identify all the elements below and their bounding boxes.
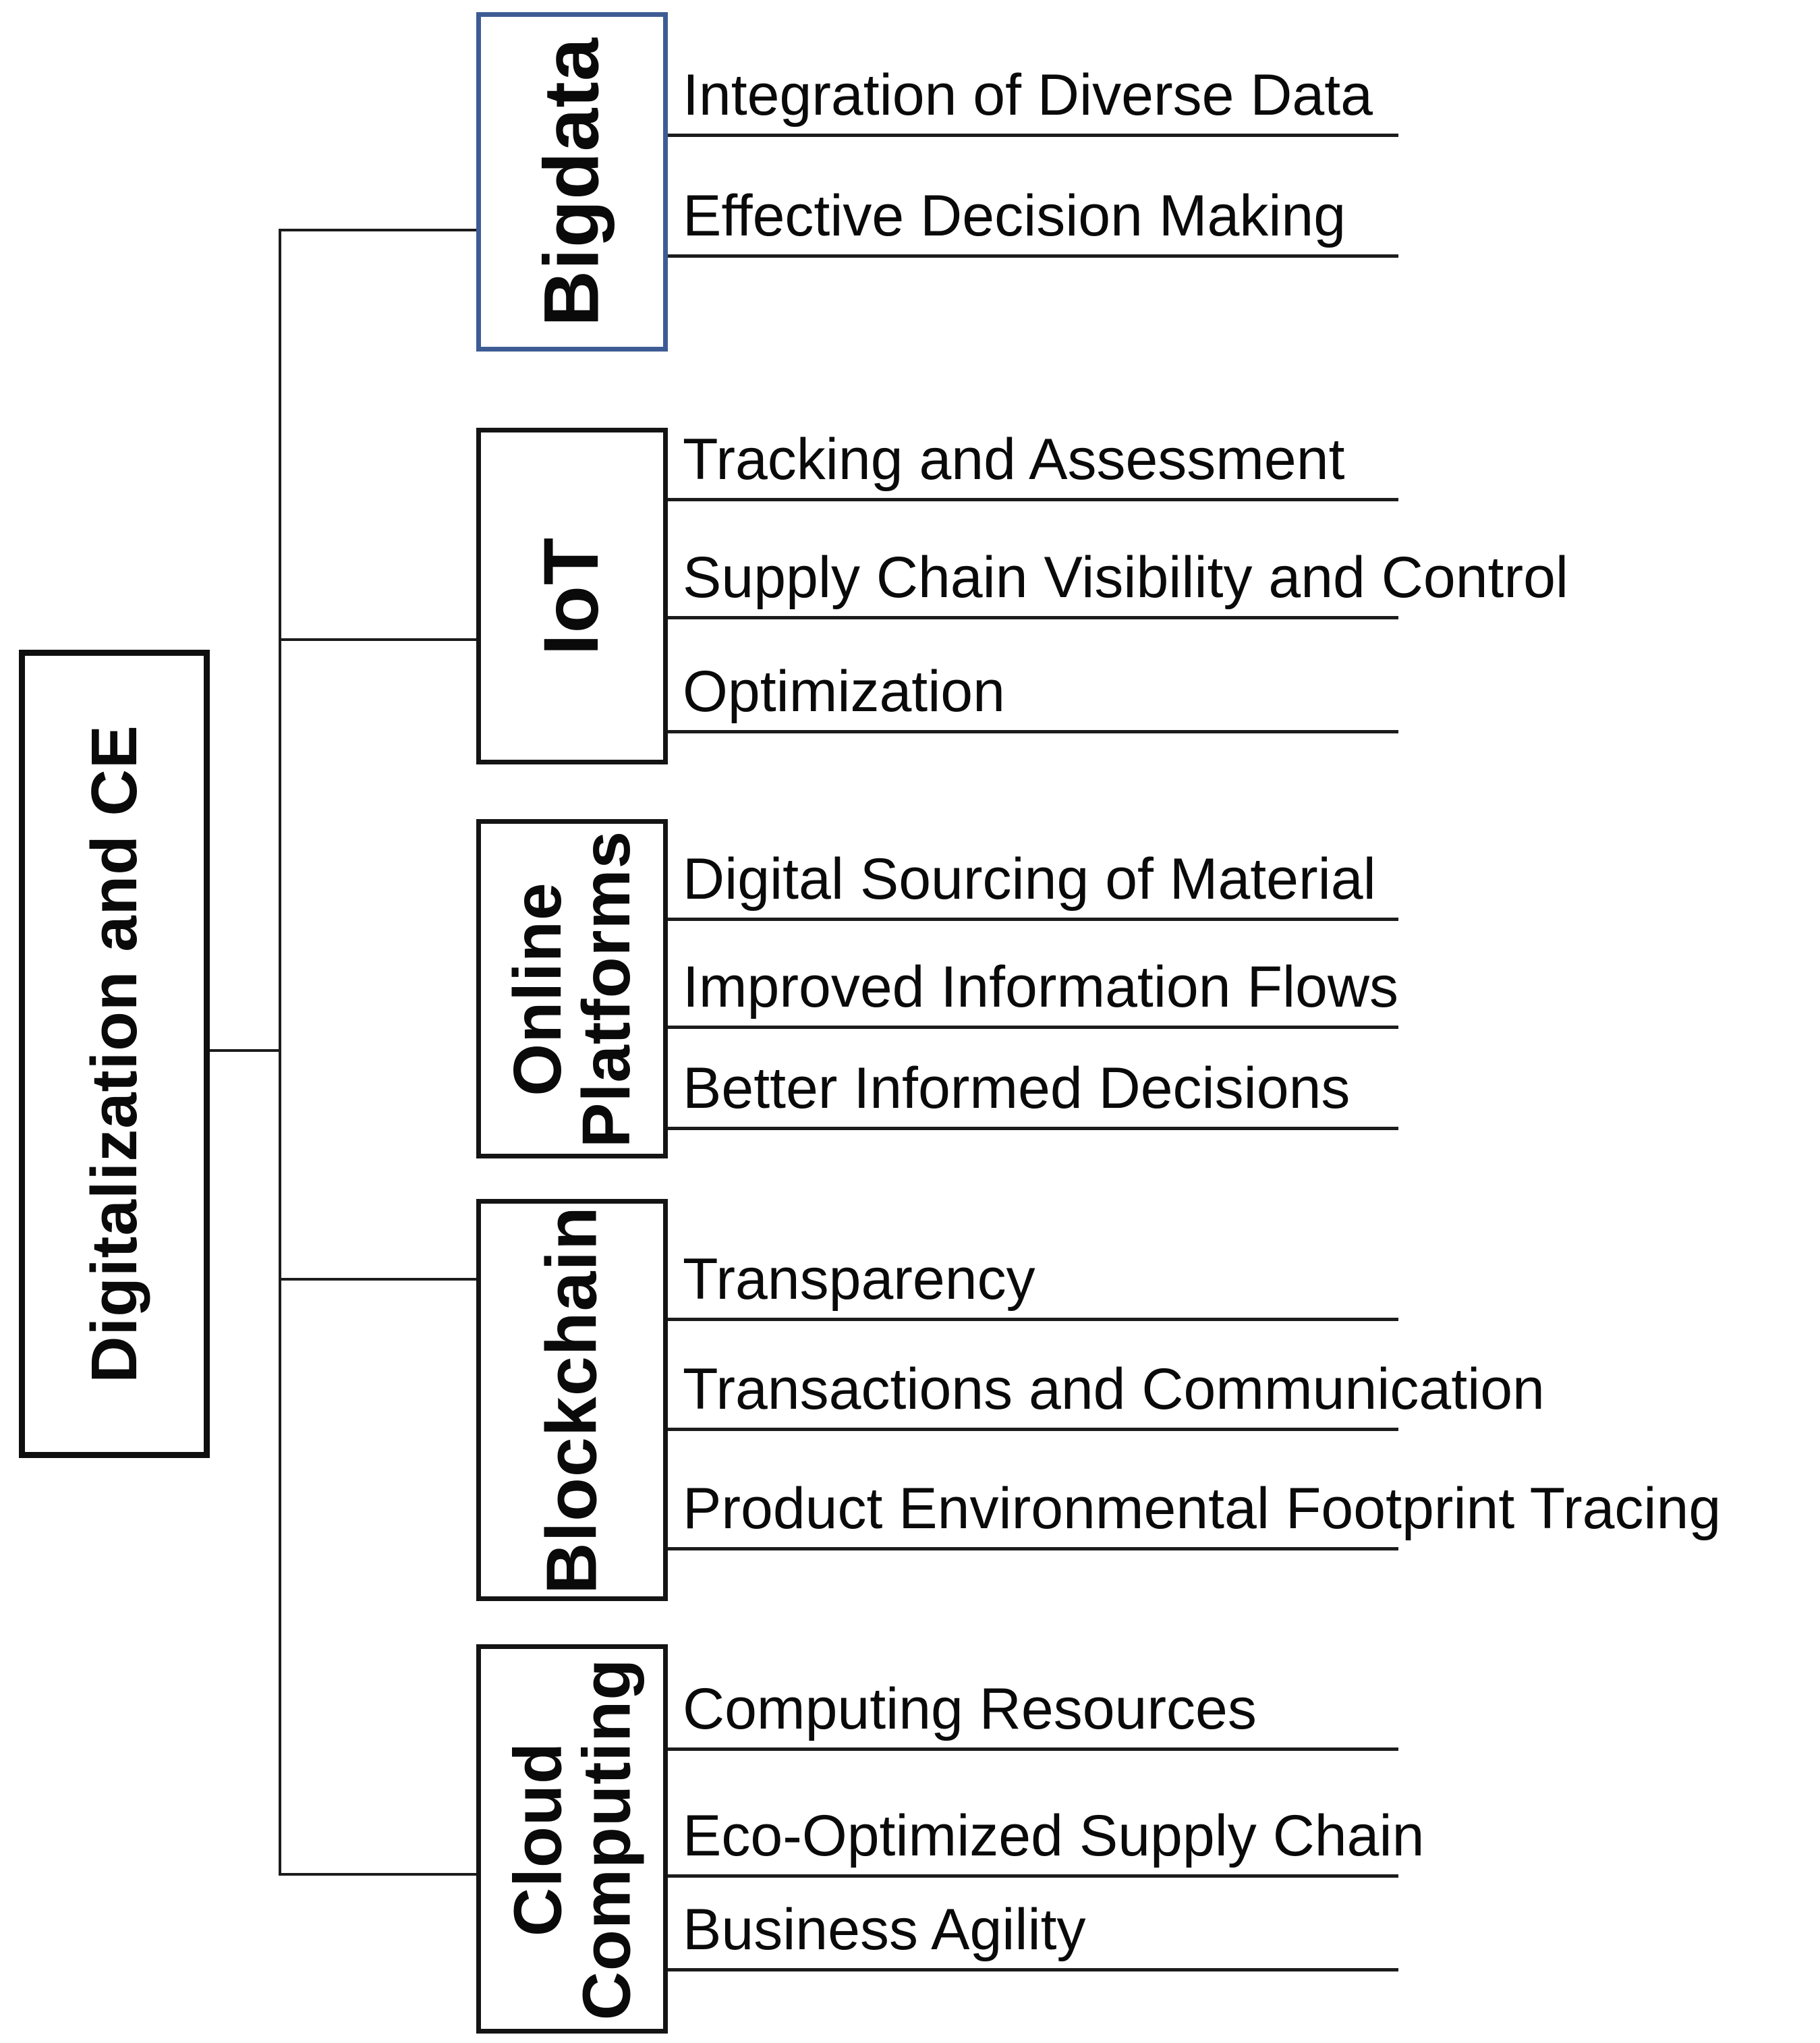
branch-line-iot [279,638,478,641]
leaf-text: Better Informed Decisions [683,1056,1350,1121]
category-box-bigdata: Bigdata [476,12,668,352]
leaf-item: Transactions and Communication [664,1343,1545,1431]
category-box-online-platforms: Online Platforms [476,819,668,1158]
leaf-text: Business Agility [683,1897,1086,1962]
leaf-item: Integration of Diverse Data [664,49,1398,137]
leaf-text: Digital Sourcing of Material [683,847,1376,912]
category-label-line: Platforms [569,830,645,1148]
leaf-text: Computing Resources [683,1677,1257,1741]
leaf-item: Transparency [664,1233,1398,1321]
branch-line-blockchain [279,1278,478,1281]
leaf-item: Optimization [664,646,1398,733]
category-label-online-platforms: Online Platforms [500,830,645,1148]
root-label: Digitalization and CE [78,725,150,1383]
leaf-text: Optimization [683,659,1005,724]
trunk-line [279,229,281,1876]
leaf-text: Supply Chain Visibility and Control [683,545,1569,610]
category-box-cloud-computing: Cloud Computing [476,1644,668,2034]
root-label-wrap: Digitalization and CE [25,656,204,1452]
leaf-item: Effective Decision Making [664,170,1398,258]
leaf-text: Transparency [683,1247,1035,1312]
branch-line-cloud [279,1873,478,1876]
leaf-item: Product Environmental Footprint Tracing [664,1463,1721,1550]
branch-line-bigdata [279,229,478,231]
leaf-text: Integration of Diverse Data [683,63,1373,128]
leaf-text: Tracking and Assessment [683,427,1345,492]
root-connector-line [208,1049,281,1052]
leaf-item: Digital Sourcing of Material [664,833,1398,921]
leaf-item: Business Agility [664,1884,1398,1971]
category-label-bigdata: Bigdata [528,37,615,327]
category-box-iot: IoT [476,428,668,764]
leaf-text: Transactions and Communication [683,1357,1545,1422]
leaf-text: Product Environmental Footprint Tracing [683,1476,1722,1541]
category-label-wrap-cloud-computing: Cloud Computing [481,1649,663,2029]
category-label-line: Cloud [500,1741,576,1936]
category-label-wrap-iot: IoT [481,432,663,760]
category-label-wrap-bigdata: Bigdata [481,17,663,347]
leaf-item: Improved Information Flows [664,941,1398,1029]
leaf-item: Supply Chain Visibility and Control [664,532,1568,619]
leaf-text: Improved Information Flows [683,955,1399,1019]
leaf-item: Better Informed Decisions [664,1042,1398,1130]
leaf-item: Computing Resources [664,1663,1398,1751]
leaf-text: Eco-Optimized Supply Chain [683,1803,1425,1868]
category-label-iot: IoT [528,536,615,656]
leaf-item: Eco-Optimized Supply Chain [664,1790,1424,1878]
leaf-text: Effective Decision Making [683,184,1346,248]
category-label-line: Computing [569,1658,645,2020]
category-label-blockchain: Blockchain [532,1206,612,1594]
category-label-line: Online [500,881,576,1096]
category-label-wrap-online-platforms: Online Platforms [481,824,663,1154]
category-box-blockchain: Blockchain [476,1199,668,1601]
root-box: Digitalization and CE [19,650,210,1458]
category-label-wrap-blockchain: Blockchain [481,1204,663,1596]
category-label-cloud-computing: Cloud Computing [500,1658,645,2020]
leaf-item: Tracking and Assessment [664,414,1398,501]
